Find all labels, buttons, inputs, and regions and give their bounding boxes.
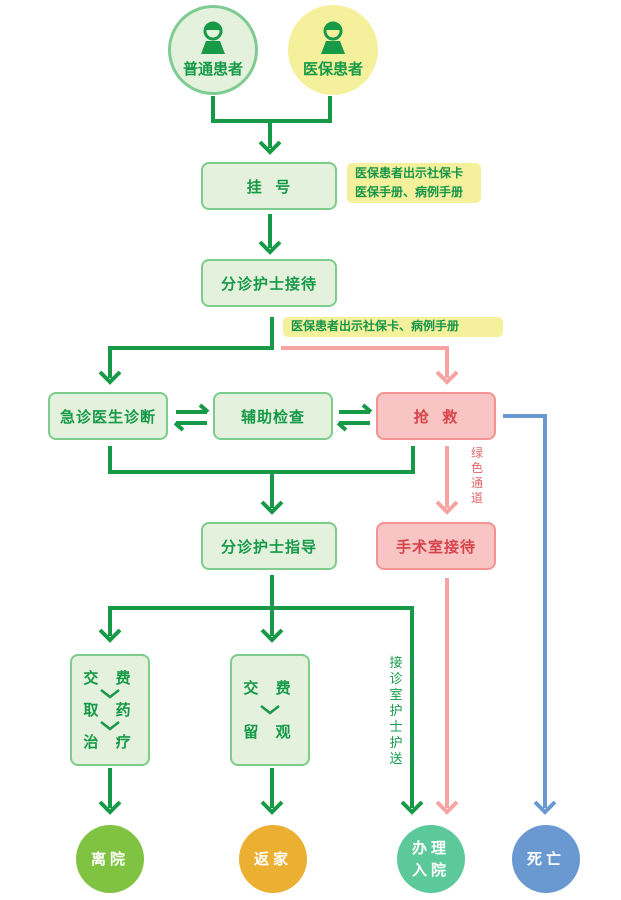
chevron-down-icon	[100, 689, 120, 699]
person-icon	[201, 21, 225, 54]
arrowhead-guidance	[260, 500, 284, 515]
connector-split-horizontal	[108, 606, 414, 808]
arrowhead-death	[533, 800, 557, 815]
register-note: 医保患者出示社保卡 医保手册、病例手册	[347, 163, 481, 203]
patient-regular: 普通患者	[168, 5, 258, 95]
step-register-label: 挂 号	[246, 177, 292, 196]
step-triage-guidance: 分诊护士指导	[201, 522, 337, 570]
nurse-escort-label: 接诊室护士护送	[389, 656, 403, 767]
step-triage-reception: 分诊护士接待	[201, 259, 337, 307]
patient-insured: 医保患者	[288, 5, 378, 95]
outcome-leave: 离院	[76, 825, 144, 893]
arrowhead-leave	[98, 800, 122, 815]
step-triage-guidance-label: 分诊护士指导	[220, 537, 317, 556]
outcome-admit-line1: 办理	[411, 839, 450, 857]
step-operating-room: 手术室接待	[376, 522, 496, 570]
process-pay: 交 费	[243, 679, 297, 697]
chevron-down-icon	[260, 705, 280, 715]
arrowhead-discharge	[98, 628, 122, 643]
process-discharge-path: 交 费 取 药 治 疗	[70, 654, 150, 766]
patient-regular-label: 普通患者	[182, 60, 243, 78]
outcome-home: 返家	[239, 825, 307, 893]
connector-triage-doctor	[108, 317, 274, 378]
arrowhead-admit-pink	[435, 800, 459, 815]
arrowhead-triage	[258, 240, 282, 255]
step-auxiliary-exam: 辅助检查	[213, 392, 333, 440]
connector-triage-rescue	[281, 346, 449, 378]
outcome-leave-label: 离院	[90, 850, 129, 868]
outcome-admit-line2: 入院	[411, 861, 450, 879]
arrowhead-rescue	[435, 370, 459, 385]
arrowhead-register	[258, 140, 282, 155]
process-observe: 留 观	[243, 723, 297, 741]
step-register: 挂 号	[201, 162, 337, 210]
triage-note: 医保患者出示社保卡、病例手册	[283, 317, 503, 337]
outcome-death: 死亡	[512, 825, 580, 893]
process-pay: 交 费	[83, 669, 137, 687]
bidirectional-arrow-exam-rescue	[336, 403, 373, 432]
arrowhead-admit-green	[400, 800, 424, 815]
process-observe-path: 交 费 留 观	[230, 654, 310, 766]
step-operating-room-label: 手术室接待	[395, 537, 476, 556]
outcome-death-label: 死亡	[526, 850, 565, 868]
outcome-home-label: 返家	[253, 850, 292, 868]
step-auxiliary-exam-label: 辅助检查	[240, 407, 305, 426]
connector-rescue-death	[503, 414, 547, 808]
person-icon	[321, 21, 345, 54]
process-treatment: 治 疗	[83, 733, 137, 751]
step-triage-reception-label: 分诊护士接待	[220, 274, 317, 293]
process-get-medicine: 取 药	[83, 701, 137, 719]
register-note-line1: 医保患者出示社保卡	[355, 166, 464, 180]
step-rescue: 抢 救	[376, 392, 496, 440]
connector-patients-merge	[211, 96, 332, 123]
bidirectional-arrow-doctor-exam	[173, 403, 210, 432]
arrowhead-home	[260, 800, 284, 815]
patient-insured-label: 医保患者	[302, 60, 363, 78]
arrowhead-operating	[435, 500, 459, 515]
outcome-admit: 办理 入院	[397, 825, 465, 893]
register-note-line2: 医保手册、病例手册	[355, 185, 464, 199]
step-emergency-doctor: 急诊医生诊断	[48, 392, 168, 440]
connector-merge-guidance	[108, 446, 415, 474]
chevron-down-icon	[100, 721, 120, 731]
step-emergency-doctor-label: 急诊医生诊断	[59, 407, 156, 426]
arrowhead-doctor	[98, 370, 122, 385]
step-rescue-label: 抢 救	[413, 407, 459, 426]
triage-note-text: 医保患者出示社保卡、病例手册	[291, 319, 460, 333]
arrowhead-observe	[260, 628, 284, 643]
green-channel-label: 绿色通道	[470, 446, 483, 505]
